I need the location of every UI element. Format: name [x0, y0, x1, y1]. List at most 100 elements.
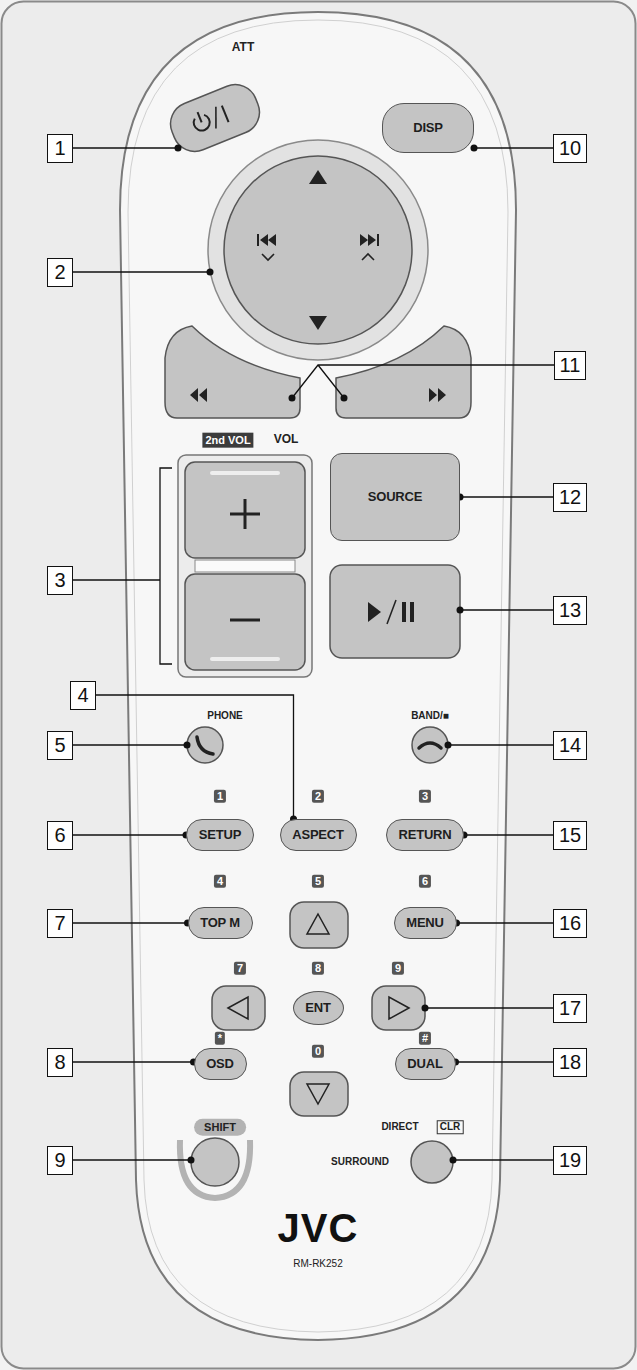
fast-forward-button	[336, 326, 471, 418]
callout-text: 6	[54, 824, 65, 846]
callout-number: 19	[553, 1146, 587, 1175]
direction-dial	[208, 140, 428, 360]
rewind-button	[165, 326, 300, 418]
leader-line	[460, 496, 553, 497]
remote-button: MENU	[394, 907, 457, 939]
callout-text: 16	[559, 912, 581, 934]
leader-dot	[422, 1005, 429, 1012]
button-text: SOURCE	[368, 490, 422, 504]
leader-line	[460, 609, 557, 610]
direction-dial	[257, 234, 259, 246]
callout-text: 1	[54, 137, 65, 159]
cursor-pad	[372, 986, 425, 1030]
leader-line	[457, 494, 554, 501]
key-number: 5	[312, 875, 324, 888]
leader-dot	[184, 742, 191, 749]
remote-button: DUAL	[395, 1048, 456, 1080]
callout-number: 4	[70, 681, 96, 710]
phone-button	[187, 727, 223, 763]
direction-dial	[208, 140, 428, 360]
leader-line	[96, 695, 297, 823]
callout-text: 7	[54, 912, 65, 934]
button-label: 2nd VOL	[202, 433, 253, 448]
volume-rocker	[212, 657, 278, 661]
button-text: RETURN	[399, 828, 452, 842]
leader-line	[73, 1159, 191, 1160]
band-stop-button	[412, 727, 448, 763]
callout-number: 18	[553, 1048, 587, 1077]
leader-dot	[207, 269, 214, 276]
button-label: CLR	[437, 1120, 464, 1134]
power-button	[198, 112, 202, 122]
button-text: SETUP	[199, 828, 241, 842]
leader-line	[73, 922, 188, 923]
button-text: DUAL	[407, 1057, 442, 1071]
key-number: 9	[392, 962, 404, 975]
leader-line	[73, 1061, 194, 1062]
cursor-pad	[307, 914, 329, 934]
cursor-pad	[228, 997, 248, 1019]
key-number: #	[419, 1032, 431, 1045]
callout-number: 10	[553, 134, 587, 163]
key-number: 2	[312, 790, 324, 803]
leader-line	[73, 832, 190, 839]
remote-button: OSD	[194, 1048, 247, 1080]
callout-number: 12	[553, 483, 587, 512]
callout-number: 13	[553, 596, 587, 625]
leader-line	[448, 744, 557, 745]
leader-line	[461, 832, 554, 839]
surround-button	[411, 1141, 453, 1183]
direction-dial	[362, 254, 374, 260]
leader-dot	[450, 1157, 457, 1164]
shift-button	[191, 1138, 239, 1186]
callout-number: 8	[47, 1048, 73, 1077]
volume-rocker	[178, 455, 312, 677]
leader-line	[474, 147, 553, 148]
callout-number: 7	[47, 909, 73, 938]
model-number: RM-RK252	[293, 1258, 342, 1270]
fast-forward-button	[429, 388, 446, 402]
remote-button: DISP	[382, 103, 474, 153]
button-label: BAND/■	[411, 710, 449, 722]
brand-logo: JVC	[278, 1205, 359, 1251]
key-number: 6	[419, 875, 431, 888]
callout-text: 14	[559, 734, 581, 756]
callout-text: 5	[54, 734, 65, 756]
callout-number: 16	[553, 909, 587, 938]
leader-line	[96, 695, 294, 819]
phone-button	[187, 727, 223, 763]
leader-dot	[175, 145, 182, 152]
play-pause-button	[387, 600, 396, 624]
power-button	[192, 114, 212, 133]
rewind-button	[165, 326, 300, 418]
play-pause-button	[402, 602, 406, 622]
leader-line	[73, 744, 187, 745]
shift-button	[180, 1138, 250, 1198]
leader-dot	[341, 395, 348, 402]
button-text: OSD	[206, 1057, 234, 1071]
callout-text: 9	[54, 1149, 65, 1171]
leader-line	[456, 1061, 554, 1062]
callout-text: 4	[77, 684, 88, 706]
button-label: PHONE	[207, 710, 243, 722]
callout-text: 10	[559, 137, 581, 159]
leader-line	[73, 148, 557, 1160]
callout-text: 8	[54, 1051, 65, 1073]
key-number: 7	[234, 962, 246, 975]
remote-button: SOURCE	[330, 453, 460, 541]
callout-text: 12	[559, 486, 581, 508]
leader-dot	[445, 742, 452, 749]
callout-number: 11	[554, 351, 586, 380]
key-number: *	[215, 1032, 225, 1045]
callout-text: 11	[560, 354, 581, 376]
leader-line	[452, 1059, 553, 1066]
leader-line	[73, 920, 191, 927]
remote-button: ENT	[293, 991, 344, 1025]
callout-number: 5	[47, 731, 73, 760]
leader-dot	[457, 607, 464, 614]
band-stop-button	[412, 727, 448, 763]
key-number: 1	[214, 790, 226, 803]
button-label: SHIFT	[194, 1119, 246, 1136]
